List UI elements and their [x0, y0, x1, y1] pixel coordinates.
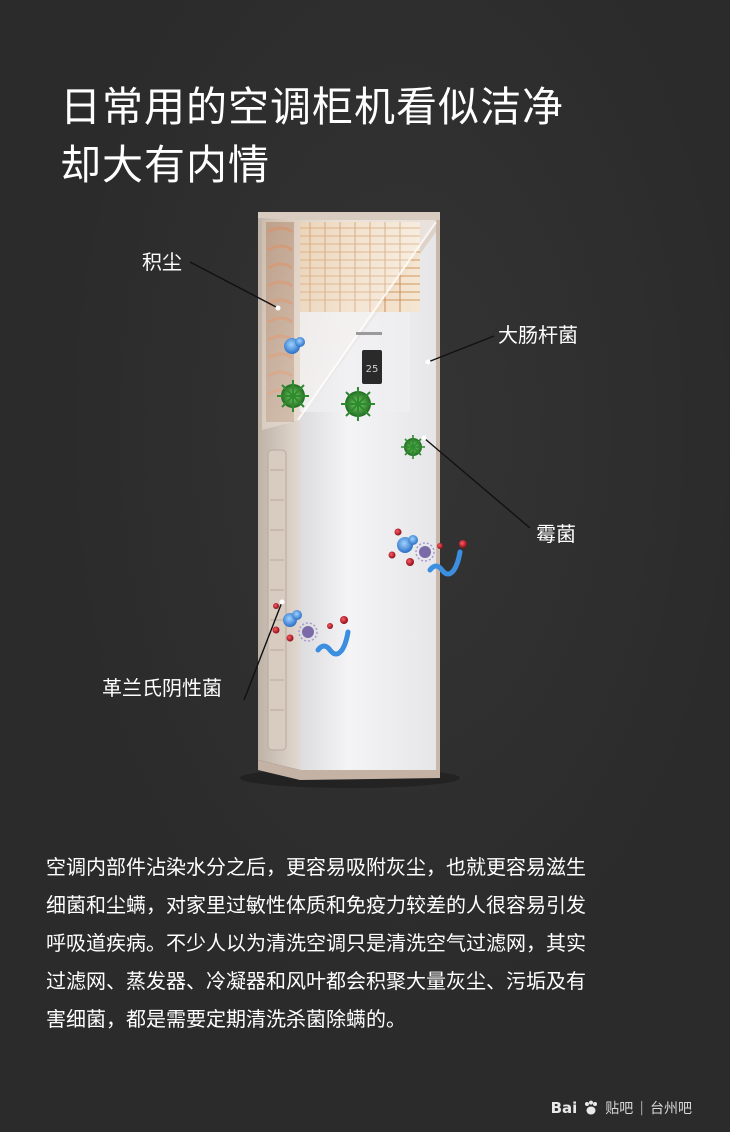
display-panel	[362, 350, 382, 384]
label-mold: 霉菌	[536, 522, 576, 546]
germ-purple-2	[298, 622, 318, 642]
leader-lines	[189, 261, 531, 701]
label-gram-negative: 革兰氏阴性菌	[102, 676, 222, 700]
description-line-2: 细菌和尘螨，对家里过敏性体质和免疫力较差的人很容易引发	[46, 893, 586, 917]
germ-rod-1	[427, 549, 463, 577]
side-vent-slats	[270, 469, 284, 711]
watermark-brand-right: 贴吧	[605, 1101, 634, 1117]
air-conditioner-illustration: 25	[189, 212, 531, 788]
germ-purple-1	[415, 542, 435, 562]
description: 空调内部件沾染水分之后，更容易吸附灰尘，也就更容易滋生 细菌和尘螨，对家里过敏性…	[46, 848, 686, 1038]
germ-green-1	[277, 380, 309, 412]
germ-blue-3	[283, 610, 302, 627]
unit-trim	[436, 212, 440, 772]
watermark-separator: |	[639, 1100, 644, 1116]
germ-blue-1	[284, 337, 305, 354]
leader-mold	[423, 437, 531, 529]
brand-logo	[356, 332, 382, 335]
paw-icon	[585, 1100, 598, 1115]
germ-red-cluster	[272, 528, 467, 642]
leader-dust	[189, 261, 279, 309]
germ-green-3	[401, 435, 425, 459]
leader-gram	[243, 601, 283, 701]
description-line-3: 呼吸道疾病。不少人以为清洗空调只是清洗空气过滤网，其实	[46, 931, 586, 955]
watermark-forum: 台州吧	[650, 1101, 692, 1117]
headline-line-2: 却大有内情	[60, 141, 270, 189]
headline-line-1: 日常用的空调柜机看似洁净	[60, 83, 564, 131]
watermark: Bai 贴吧 | 台州吧	[551, 1098, 692, 1118]
description-line-5: 害细菌，都是需要定期清洗杀菌除螨的。	[46, 1007, 406, 1031]
germ-green-2	[341, 387, 375, 421]
unit-base	[258, 760, 440, 780]
germ-rod-2	[315, 629, 351, 657]
label-dust: 积尘	[142, 250, 182, 274]
description-line-4: 过滤网、蒸发器、冷凝器和风叶都会积聚大量灰尘、污垢及有	[46, 969, 586, 993]
leader-dots	[275, 305, 431, 605]
unit-top	[258, 212, 440, 220]
germ-blue-2	[397, 535, 418, 553]
label-ecoli: 大肠杆菌	[498, 323, 578, 347]
unit-internals	[262, 220, 437, 430]
display-readout: 25	[366, 364, 379, 375]
description-line-1: 空调内部件沾染水分之后，更容易吸附灰尘，也就更容易滋生	[46, 855, 586, 879]
headline: 日常用的空调柜机看似洁净 却大有内情	[60, 78, 680, 194]
watermark-brand-left: Bai	[550, 1099, 578, 1117]
leader-ecoli	[427, 335, 495, 363]
side-vent	[267, 449, 287, 751]
